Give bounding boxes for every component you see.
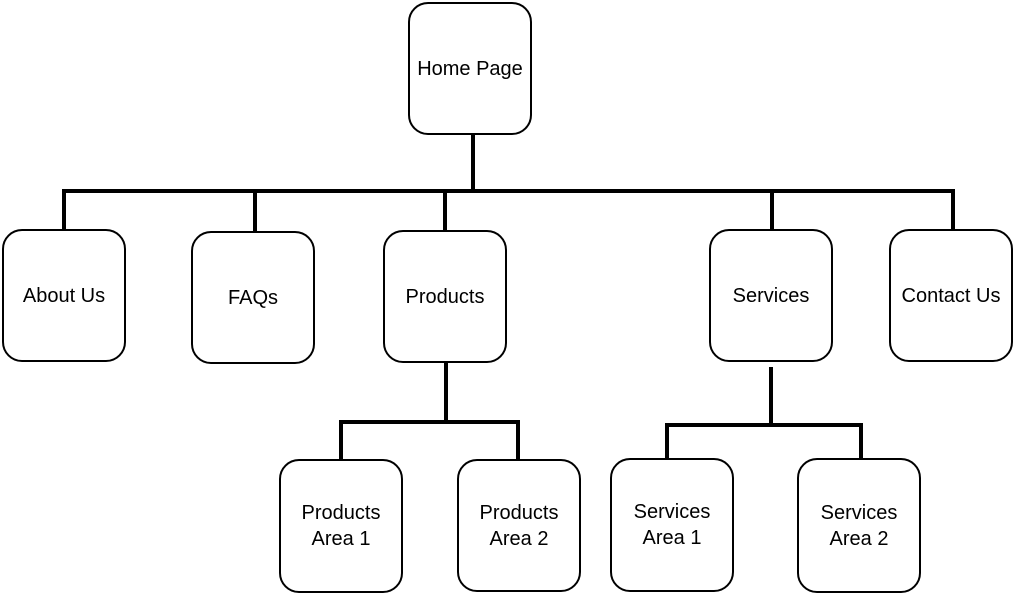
- node-services-area-1: Services Area 1: [610, 458, 734, 592]
- node-services: Services: [709, 229, 833, 362]
- node-services-area-2: Services Area 2: [797, 458, 921, 593]
- node-products-area-1: Products Area 1: [279, 459, 403, 593]
- node-home-page: Home Page: [408, 2, 532, 135]
- node-contact-us: Contact Us: [889, 229, 1013, 362]
- node-about-us: About Us: [2, 229, 126, 362]
- node-products-area-2: Products Area 2: [457, 459, 581, 592]
- node-products: Products: [383, 230, 507, 363]
- node-faqs: FAQs: [191, 231, 315, 364]
